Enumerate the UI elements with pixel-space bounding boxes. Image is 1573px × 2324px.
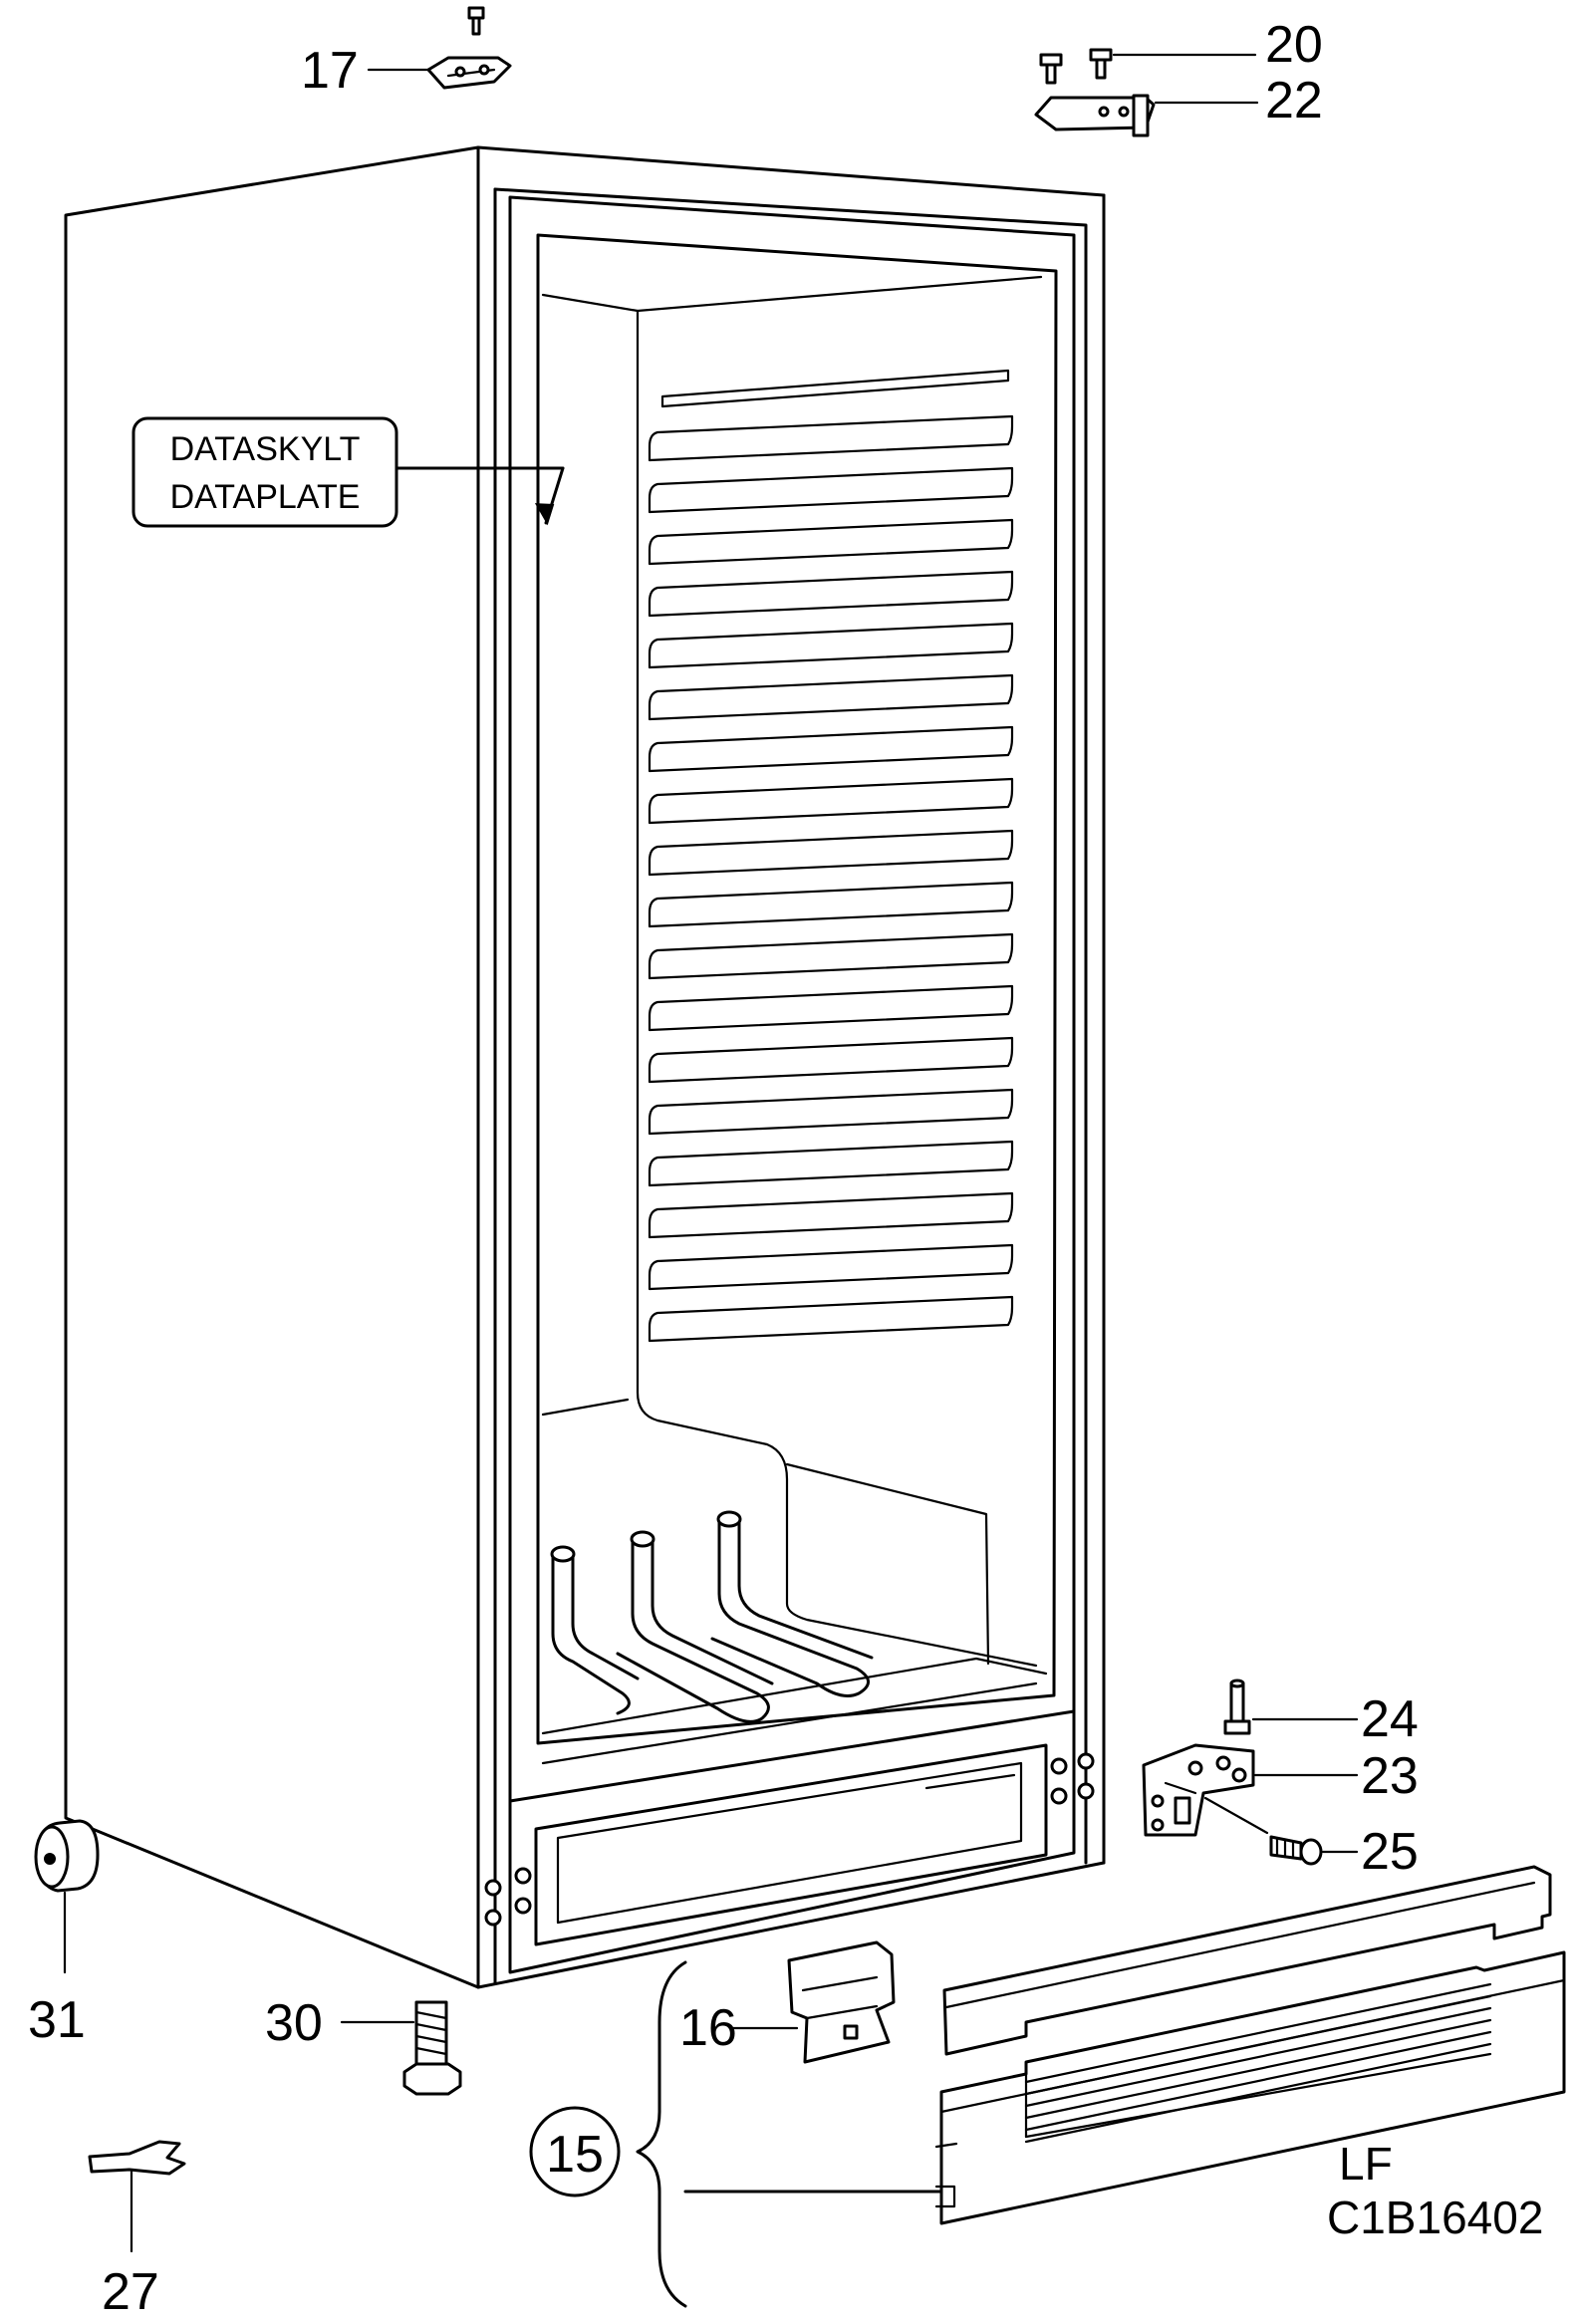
dataplate-line2: DATAPLATE [170,478,361,516]
part-23-25-bottom-hinge: 24 23 25 [1142,1678,1419,1881]
drawing-code-line2: C1B16402 [1327,2192,1543,2243]
evaporator-coils [550,1510,874,1723]
cabinet-body [64,145,1106,1989]
drawing-code-line1: LF [1339,2138,1393,2190]
shelf-rail [648,570,1014,618]
part-31-foot: 31 [28,1819,100,2049]
shelf-rail [648,777,1014,825]
shelf-rails [648,369,1014,1343]
shelf-rail [648,932,1014,980]
shelf-rail [648,1088,1014,1136]
callout-24: 24 [1361,1690,1419,1748]
callout-31: 31 [28,1991,86,2049]
callout-22: 22 [1265,72,1323,129]
callout-15: 15 [546,2126,604,2184]
shelf-rail [648,1295,1014,1343]
shelf-rail [648,518,1014,566]
bottom-compartment [484,1709,1095,1946]
shelf-rail [648,1191,1014,1239]
shelf-rail [648,829,1014,877]
shelf-rail [648,1243,1014,1291]
part-20-22-top-hinge: 20 22 [1034,16,1323,137]
callout-25: 25 [1361,1823,1419,1881]
shelf-rail [648,673,1014,721]
drawing-code: LF C1B16402 [1327,2138,1543,2243]
part-30-bolt: 30 [265,1994,462,2096]
dataplate-line1: DATASKYLT [170,430,361,468]
shelf-rail [648,466,1014,514]
shelf-rail [648,881,1014,928]
part-17-top-bracket: 17 [301,6,512,100]
part-27-clip: 27 [88,2140,186,2321]
callout-17: 17 [301,42,359,100]
shelf-rail [648,414,1014,462]
part-15-16-kickplate: 15 16 [529,1865,1566,2308]
callout-20: 20 [1265,16,1323,74]
shelf-rail [648,984,1014,1032]
shelf-rail [648,725,1014,773]
shelf-rail [648,1140,1014,1187]
callout-30: 30 [265,1994,323,2052]
dataplate-label: DATASKYLT DATAPLATE [131,416,565,528]
shelf-rail-top [660,369,1010,408]
shelf-rail [648,1036,1014,1084]
callout-23: 23 [1361,1747,1419,1805]
callout-27: 27 [102,2263,159,2321]
callout-16: 16 [679,1999,737,2057]
shelf-rail [648,622,1014,669]
